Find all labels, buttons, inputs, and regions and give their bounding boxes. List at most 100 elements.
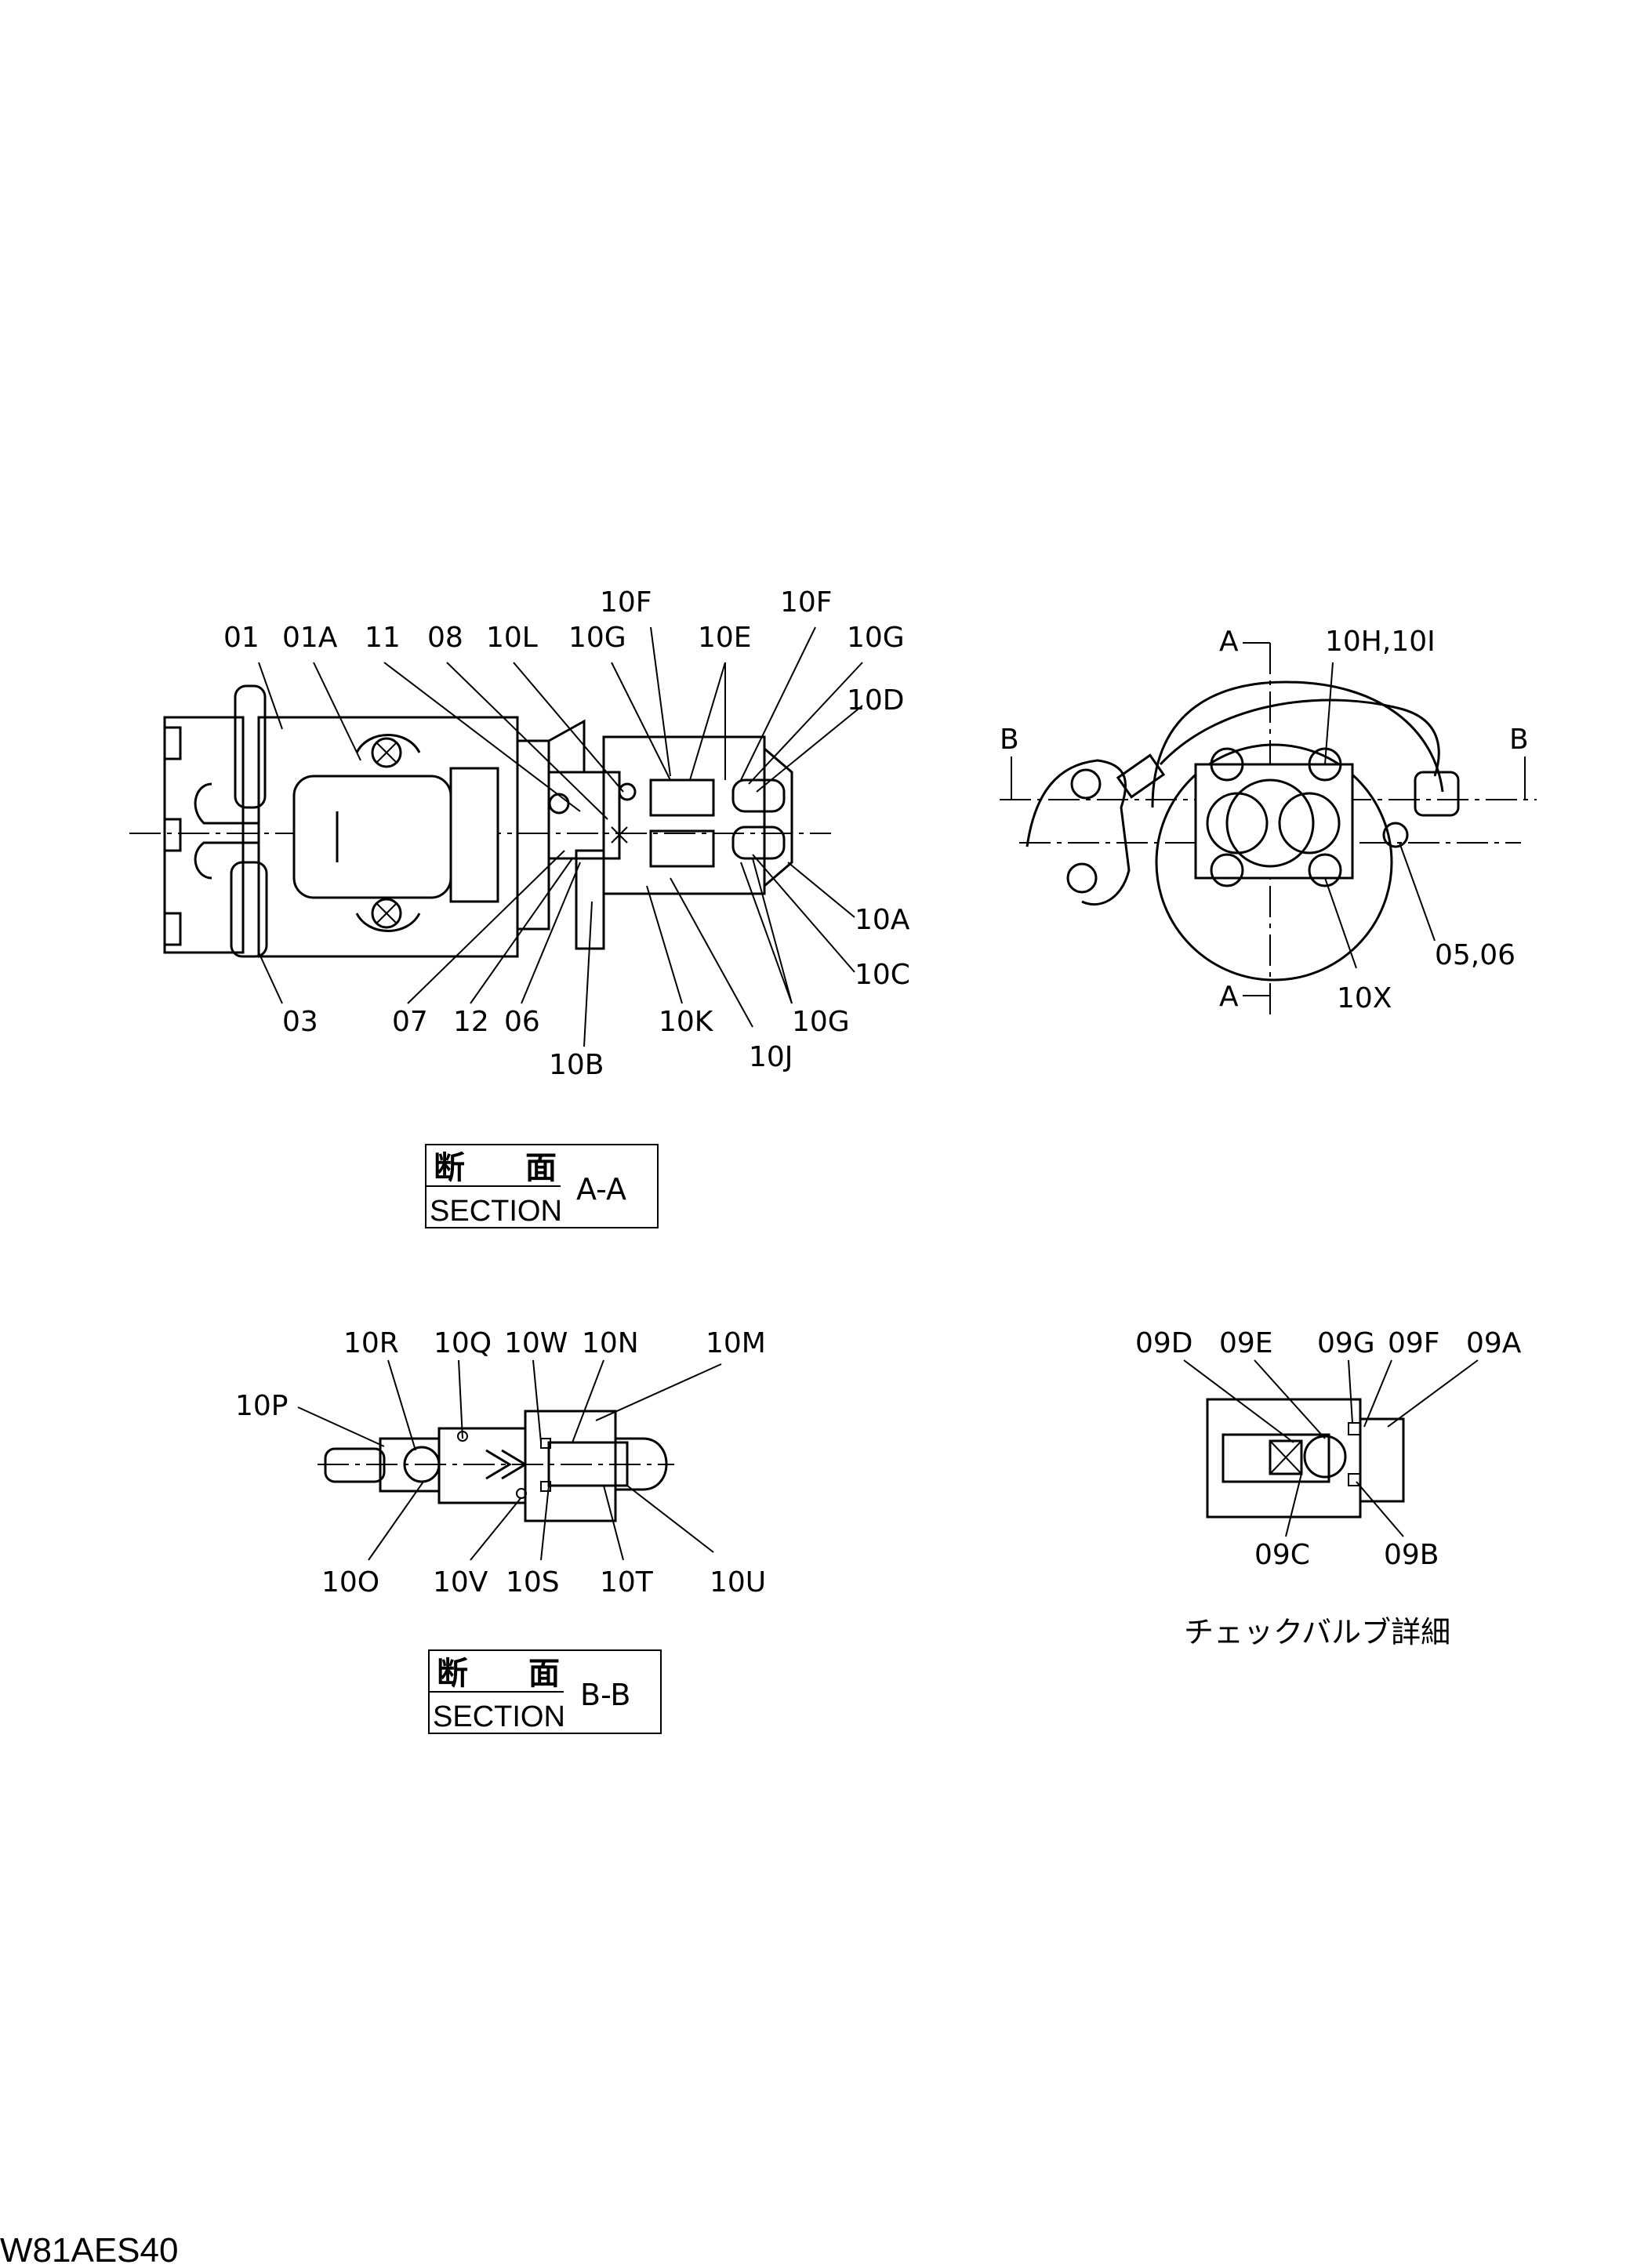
callout-10f: 10F [600, 586, 652, 619]
callout-10m: 10M [706, 1327, 766, 1359]
callout-10a: 10A [855, 904, 910, 936]
callout-09g: 09G [1317, 1327, 1375, 1359]
seal [1348, 1422, 1361, 1435]
shaft-end [731, 826, 786, 860]
check-valve-leaders [1183, 1359, 1479, 1537]
callout-09c: 09C [1254, 1539, 1310, 1571]
pipe [194, 782, 259, 825]
callout-09d: 09D [1135, 1327, 1193, 1359]
callout-10j: 10J [749, 1041, 793, 1073]
elbow [1414, 771, 1460, 817]
callout-10h-10i: 10H,10I [1325, 626, 1436, 658]
side-view-callouts: A A B B 10H,10I 05,06 10X [1000, 626, 1529, 1014]
motor-body [292, 775, 452, 899]
fitting-left [1116, 753, 1166, 799]
seal [1348, 1473, 1361, 1486]
callout-10v: 10V [433, 1566, 488, 1598]
nut [1359, 1417, 1405, 1503]
bolt-head [163, 912, 182, 946]
ear [355, 734, 421, 753]
port-upper [1070, 768, 1102, 800]
section-bb-callouts: 10P 10R 10Q 10W 10N 10M 10O 10V 10S 10T … [235, 1327, 766, 1598]
callout-10r: 10R [343, 1327, 399, 1359]
callout-10g: 10G [792, 1006, 850, 1038]
bore [1221, 1433, 1330, 1483]
callout-10o: 10O [321, 1566, 379, 1598]
spring-cage [1269, 1439, 1303, 1475]
gear-circle [1225, 778, 1315, 868]
bolt-head [163, 818, 182, 852]
callout-06: 06 [504, 1006, 540, 1038]
callout-01: 01 [223, 622, 260, 654]
section-marker-b-right: B [1509, 724, 1529, 756]
callout-10s: 10S [506, 1566, 560, 1598]
gear-top [649, 778, 715, 817]
housing-circle [1155, 743, 1393, 982]
callout-09b: 09B [1384, 1539, 1439, 1571]
bolt [1308, 853, 1342, 887]
caption-kanji-men: 面 [525, 1150, 557, 1186]
callout-10g: 10G [847, 622, 905, 654]
section-aa-callouts: 01 01A 11 08 10L 10G 10F 10E 10F 10G 10D… [223, 586, 910, 1081]
bolt [1210, 853, 1244, 887]
callout-10c: 10C [855, 959, 910, 991]
plate-top [548, 719, 586, 774]
cap [615, 1437, 668, 1491]
shaft-end [731, 778, 786, 813]
bolt [1308, 747, 1342, 782]
seal [540, 1438, 551, 1449]
seal [540, 1481, 551, 1492]
caption-section: SECTION [430, 1195, 562, 1228]
callout-10w: 10W [504, 1327, 568, 1359]
callout-10x: 10X [1337, 982, 1392, 1014]
callout-10u: 10U [710, 1566, 766, 1598]
valve-block [547, 771, 621, 860]
bolt-head [163, 726, 182, 760]
section-marker-b-left: B [1000, 724, 1019, 756]
callout-10n: 10N [582, 1327, 639, 1359]
callout-01a: 01A [282, 622, 338, 654]
caption-kanji-dan: 断 [434, 1150, 465, 1186]
drawing-id: W81AES40 [0, 2231, 178, 2268]
handle-lower [230, 861, 268, 958]
gear-right [1278, 792, 1341, 855]
callout-10d: 10D [847, 684, 905, 717]
seat-body [437, 1427, 527, 1504]
flange-bolt [371, 898, 402, 929]
section-aa-leaders [258, 626, 863, 1047]
piston [547, 1441, 629, 1487]
caption-kanji-dan: 断 [437, 1656, 468, 1692]
gear-bottom [649, 829, 715, 868]
callout-10l: 10L [486, 622, 538, 654]
callout-11: 11 [365, 622, 401, 654]
check-valve-view [1206, 1398, 1405, 1519]
port-lower [1066, 862, 1098, 894]
housing-top [1151, 680, 1444, 808]
callout-09f: 09F [1388, 1327, 1440, 1359]
caption-id: A-A [576, 1172, 626, 1207]
callout-10g: 10G [568, 622, 626, 654]
callout-10p: 10P [235, 1390, 289, 1422]
check-valve-title: チェックバルブ詳細 [1184, 1615, 1450, 1649]
spring [485, 1449, 512, 1480]
callout-05-06: 05,06 [1435, 939, 1516, 971]
center-block [1194, 763, 1354, 880]
section-marker-a-bottom: A [1219, 981, 1239, 1013]
callout-10k: 10K [659, 1006, 714, 1038]
pipe-top [1159, 699, 1440, 777]
handle [234, 684, 267, 809]
main-body [524, 1410, 617, 1522]
motor-cap [449, 767, 499, 903]
stem [324, 1447, 386, 1483]
section-bb-view [318, 1410, 674, 1522]
gear-left [1206, 792, 1269, 855]
flange-bolt [371, 737, 402, 768]
callout-10e: 10E [698, 622, 752, 654]
section-bb-caption: 断 面 SECTION B-B [428, 1649, 662, 1734]
callout-09e: 09E [1219, 1327, 1273, 1359]
bolt [1210, 747, 1244, 782]
caption-id: B-B [580, 1678, 631, 1712]
callout-10t: 10T [600, 1566, 654, 1598]
callout-10q: 10Q [434, 1327, 492, 1359]
